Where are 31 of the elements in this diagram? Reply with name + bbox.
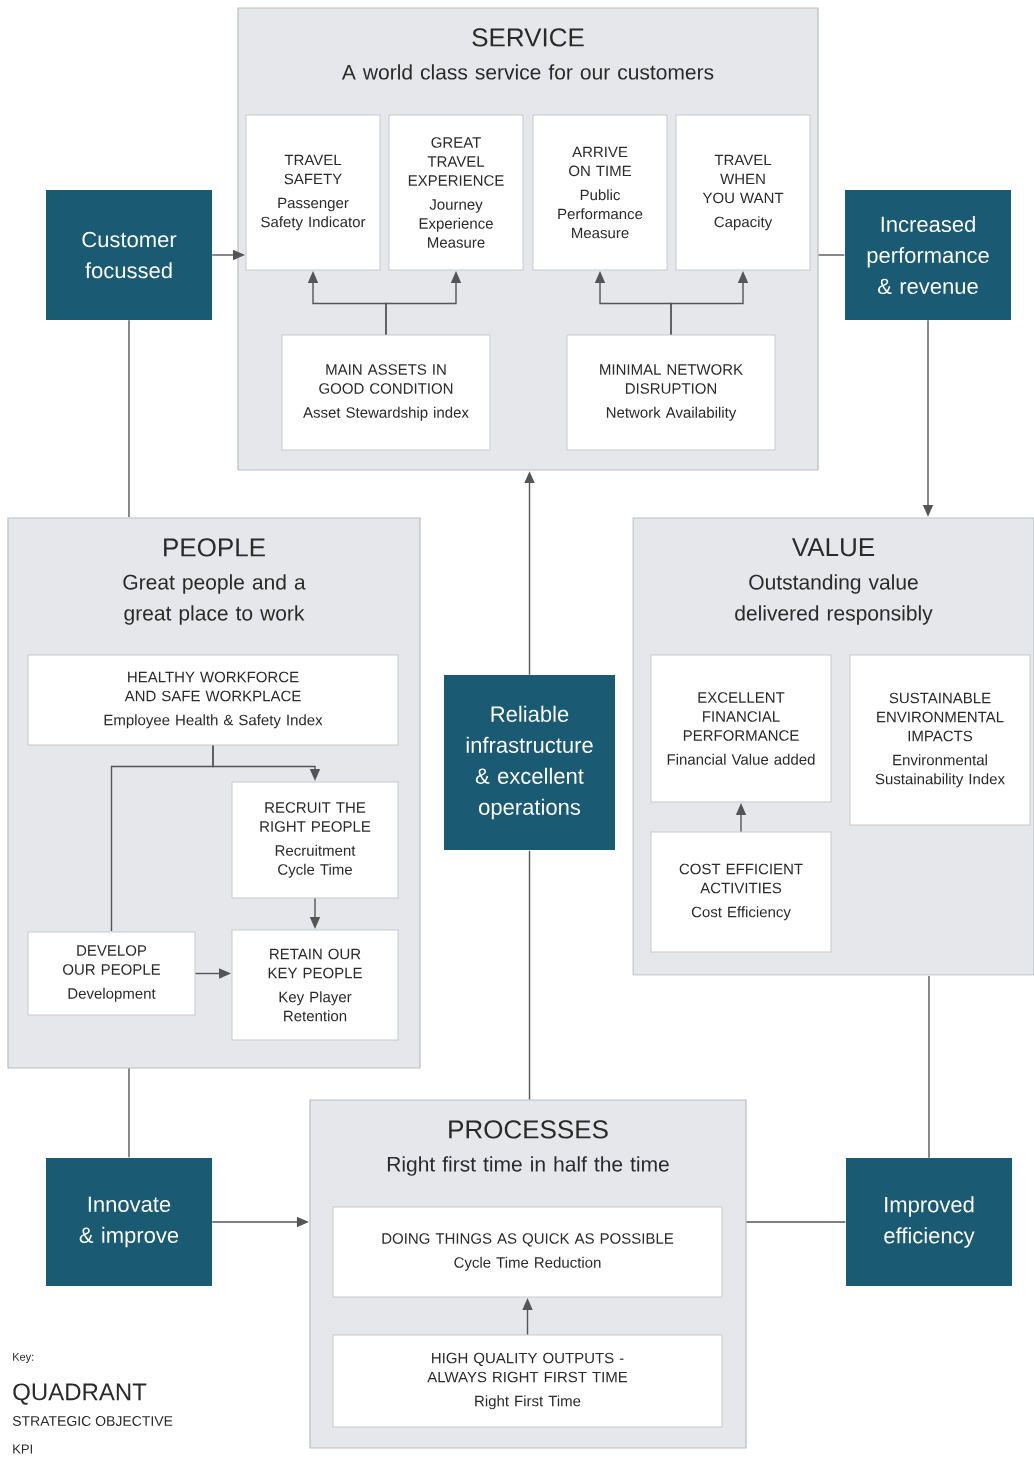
connector-line (128, 1067, 130, 1158)
objective-box: Innovate & improve (46, 1158, 212, 1286)
kpi-box: DOING THINGS AS QUICK AS POSSIBLE Cycle Time Reduction (332, 1206, 723, 1298)
kpi-box: GREAT TRAVEL EXPERIENCE Journey Experience Measure (388, 114, 524, 271)
kpi-box: SUSTAINABLE ENVIRONMENTAL IMPACTS Environmental Sustainability Index (849, 654, 1031, 826)
kpi-box: HEALTHY WORKFORCE AND SAFE WORKPLACE Employee Health & Safety Index (27, 654, 399, 746)
connector-line (128, 319, 130, 518)
kpi-box: RECRUIT THE RIGHT PEOPLE Recruitment Cycle Time (231, 781, 399, 899)
kpi-box: HIGH QUALITY OUTPUTS - ALWAYS RIGHT FIRST TIME Right First Time (332, 1334, 723, 1428)
key-label: Key: (13, 1353, 34, 1363)
key-label: KPI (13, 1444, 32, 1454)
kpi-box: MINIMAL NETWORK DISRUPTION Network Availability (566, 334, 776, 451)
objective-box: Reliable infrastructure & excellent operations (444, 675, 615, 850)
key-label: QUADRANT (13, 1383, 147, 1405)
objective-box: Customer focussed (46, 190, 212, 320)
kpi-box: TRAVEL SAFETY Passenger Safety Indicator (245, 114, 381, 271)
connector-line (817, 254, 845, 256)
kpi-box: COST EFFICIENT ACTIVITIES Cost Efficiency (650, 831, 832, 953)
connector-line (745, 1221, 846, 1223)
kpi-box: DEVELOP OUR PEOPLE Development (27, 931, 196, 1016)
connector-line (110, 744, 214, 932)
kpi-box: MAIN ASSETS IN GOOD CONDITION Asset Stewardship index (281, 334, 491, 451)
objective-box: Improved efficiency (846, 1158, 1012, 1286)
connector-line (528, 850, 531, 1101)
kpi-box: EXCELLENT FINANCIAL PERFORMANCE Financial Value added (650, 654, 832, 803)
kpi-box: ARRIVE ON TIME Public Performance Measure (532, 114, 668, 271)
kpi-box: RETAIN OUR KEY PEOPLE Key Player Retention (231, 929, 399, 1041)
connector-line (928, 975, 930, 1159)
key-label: STRATEGIC OBJECTIVE (12, 1416, 173, 1426)
objective-box: Increased performance & revenue (845, 190, 1011, 320)
kpi-box: TRAVEL WHEN YOU WANT Capacity (675, 114, 811, 271)
